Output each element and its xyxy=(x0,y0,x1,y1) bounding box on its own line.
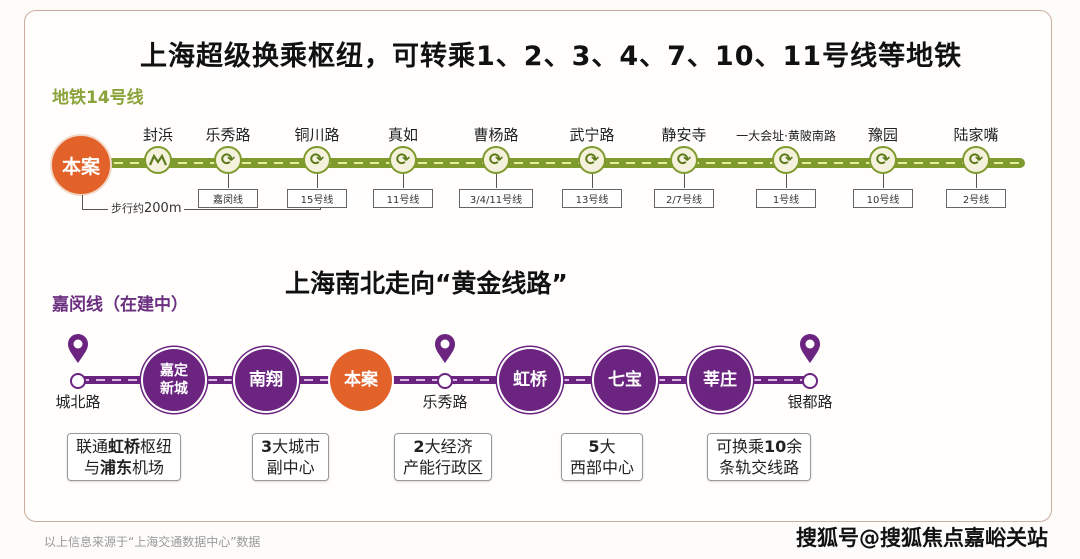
walk-distance-label: 步行约200m xyxy=(108,200,185,216)
station-name: 静安寺 xyxy=(661,126,707,144)
info-line1: 3大城市 xyxy=(261,437,321,456)
station-name: 武宁路 xyxy=(569,126,615,144)
hub-name-line1: 嘉定 xyxy=(160,363,188,379)
station-name: 银都路 xyxy=(787,393,833,411)
connector-line xyxy=(402,174,404,188)
station-name: 封浜 xyxy=(142,126,173,144)
project-marker: 本案 xyxy=(50,134,112,196)
page-title: 上海超级换乘枢纽，可转乘1、2、3、4、7、10、11号线等地铁 xyxy=(140,41,963,72)
info-line2: 产能行政区 xyxy=(403,458,484,477)
info-box-city-subcenter: 3大城市 副中心 xyxy=(252,433,330,481)
info-line2: 条轨交线路 xyxy=(719,458,800,477)
transfer-line-tag: 1号线 xyxy=(756,189,816,208)
station-tongchuanlu: 铜川路 ⟳ 15号线 xyxy=(257,124,377,208)
station-name: 乐秀路 xyxy=(422,393,468,411)
transfer-icon: ⟳ xyxy=(389,146,417,174)
transfer-icon: ⟳ xyxy=(578,146,606,174)
info-line1: 2大经济 xyxy=(413,437,473,456)
transfer-line-tag: 15号线 xyxy=(287,189,347,208)
transfer-line-tag: 13号线 xyxy=(562,189,622,208)
info-box-economic-zones: 2大经济 产能行政区 xyxy=(394,433,493,481)
connector-line xyxy=(316,174,318,188)
transfer-line-tag: 2号线 xyxy=(946,189,1006,208)
info-line2: 副中心 xyxy=(266,458,315,477)
station-fengbang: 封浜 xyxy=(98,124,218,174)
info-line1: 可换乘10余 xyxy=(716,437,803,456)
station-caoyanglu: 曹杨路 ⟳ 3/4/11号线 xyxy=(436,124,556,208)
hub-name-line2: 新城 xyxy=(160,381,188,397)
metro-14-label: 地铁14号线 xyxy=(52,88,144,108)
station-wuninglu: 武宁路 ⟳ 13号线 xyxy=(532,124,652,208)
connector-line xyxy=(683,174,685,188)
transfer-line-tag: 11号线 xyxy=(373,189,433,208)
station-yidahuizhi-huangpinanlu: 一大会址·黄陂南路 ⟳ 1号线 xyxy=(711,124,861,208)
connector-line xyxy=(882,174,884,188)
connector-line xyxy=(975,174,977,188)
info-line1: 5大 xyxy=(588,437,616,456)
pin-station-yindulu: 银都路 xyxy=(760,334,860,412)
transfer-icon: ⟳ xyxy=(869,146,897,174)
station-jinganshi: 静安寺 ⟳ 2/7号线 xyxy=(624,124,744,208)
connector-line xyxy=(785,174,787,188)
station-zhenru: 真如 ⟳ 11号线 xyxy=(343,124,463,208)
station-yuyuan: 豫园 ⟳ 10号线 xyxy=(823,124,943,208)
station-name: 曹杨路 xyxy=(473,126,519,144)
watermark: 搜狐号@搜狐焦点嘉峪关站 xyxy=(796,526,1048,550)
info-box-transfer-lines: 可换乘10余 条轨交线路 xyxy=(707,433,812,481)
station-dot xyxy=(70,373,86,389)
info-line2: 与浦东机场 xyxy=(84,458,165,477)
map-pin-icon xyxy=(760,334,860,366)
metro-14-track xyxy=(82,158,1025,168)
transfer-icon: ⟳ xyxy=(482,146,510,174)
jiamin-line-label: 嘉闵线（在建中） xyxy=(52,295,188,315)
info-box-hongqiao-pudong: 联通虹桥枢纽 与浦东机场 xyxy=(67,433,182,481)
section-title: 上海南北走向“黄金线路” xyxy=(285,269,568,298)
connector-line xyxy=(227,174,229,188)
station-lexiulu: 乐秀路 ⟳ 嘉闵线 xyxy=(168,124,288,208)
shanghai-metro-logo-icon xyxy=(144,146,172,174)
station-name: 城北路 xyxy=(55,393,101,411)
connector-line xyxy=(495,174,497,188)
hub-nanxiang: 南翔 xyxy=(235,349,297,411)
map-pin-icon xyxy=(395,334,495,366)
info-line1: 联通虹桥枢纽 xyxy=(76,437,173,456)
hub-hongqiao: 虹桥 xyxy=(499,349,561,411)
transfer-line-tag: 2/7号线 xyxy=(654,189,714,208)
station-lujiazui: 陆家嘴 ⟳ 2号线 xyxy=(916,124,1036,208)
hub-jiadingxincheng: 嘉定 新城 xyxy=(143,349,205,411)
station-name: 陆家嘴 xyxy=(953,126,999,144)
transfer-icon: ⟳ xyxy=(670,146,698,174)
transfer-icon: ⟳ xyxy=(772,146,800,174)
hub-project: 本案 xyxy=(330,349,392,411)
station-dot xyxy=(437,373,453,389)
station-name: 乐秀路 xyxy=(205,126,251,144)
source-note: 以上信息来源于“上海交通数据中心”数据 xyxy=(44,535,261,549)
transfer-icon: ⟳ xyxy=(962,146,990,174)
transfer-icon: ⟳ xyxy=(303,146,331,174)
info-line2: 西部中心 xyxy=(570,458,635,477)
transfer-icon: ⟳ xyxy=(214,146,242,174)
walk-distance: 200m xyxy=(144,201,182,216)
infographic-card xyxy=(24,10,1052,522)
station-name: 铜川路 xyxy=(294,126,340,144)
pin-station-lexiulu: 乐秀路 xyxy=(395,334,495,412)
station-name: 真如 xyxy=(387,126,418,144)
station-dot xyxy=(802,373,818,389)
connector-line xyxy=(591,174,593,188)
transfer-line-tag: 10号线 xyxy=(853,189,913,208)
hub-qibao: 七宝 xyxy=(594,349,656,411)
station-name: 一大会址·黄陂南路 xyxy=(736,129,836,143)
station-name: 豫园 xyxy=(867,126,898,144)
hub-xinzhuang: 莘庄 xyxy=(689,349,751,411)
map-pin-icon xyxy=(28,334,128,366)
pin-station-chengbeilu: 城北路 xyxy=(28,334,128,412)
info-box-western-center: 5大 西部中心 xyxy=(561,433,644,481)
walk-prefix: 步行约 xyxy=(111,202,144,215)
transfer-line-tag: 3/4/11号线 xyxy=(458,189,534,208)
transfer-line-tag: 嘉闵线 xyxy=(198,189,258,208)
